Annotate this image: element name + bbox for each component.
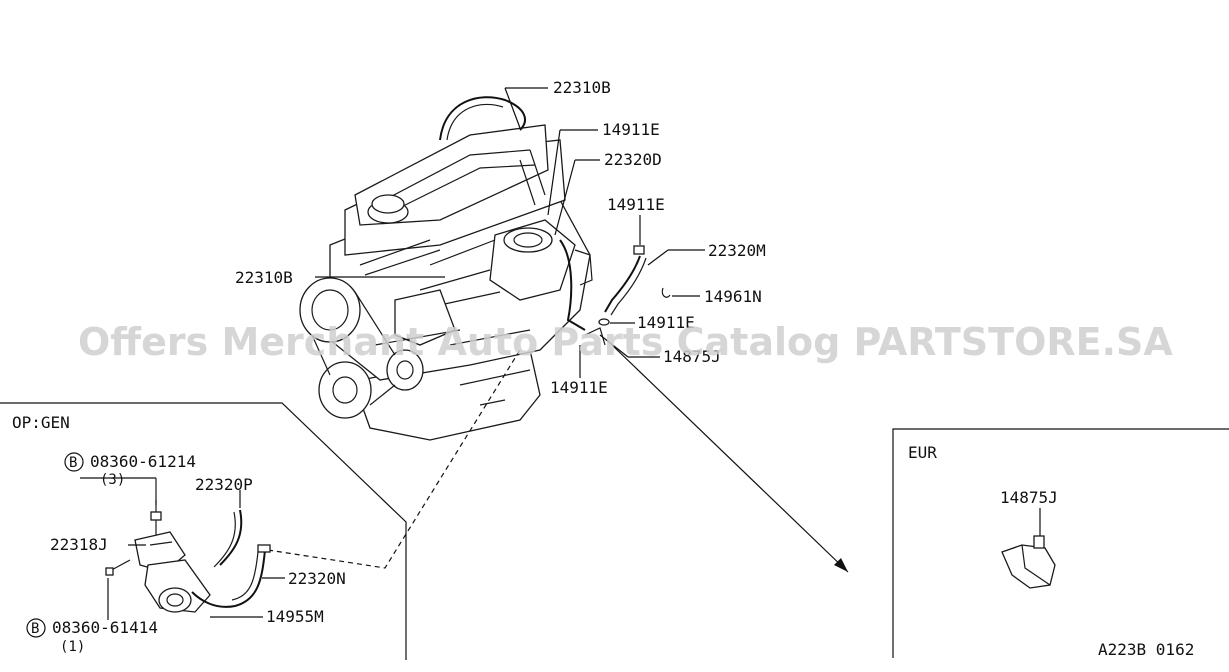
hose-22320m-drawing	[584, 245, 671, 346]
label-22318j: 22318J	[50, 535, 108, 554]
label-14961n: 14961N	[704, 287, 762, 306]
label-14911e-d: 14911E	[550, 378, 608, 397]
bolt-marker-1: B	[69, 455, 77, 471]
engine-assembly-drawing	[299, 96, 593, 441]
leader-lines-main	[315, 87, 849, 573]
label-22320n: 22320N	[288, 569, 346, 588]
bolt-marker-2: B	[31, 621, 39, 637]
bolt-marker-circle-2	[26, 618, 46, 638]
watermark-text: Offers Merchant Auto Parts Catalog PARTS…	[78, 320, 1173, 364]
inset-title-eur: EUR	[908, 443, 937, 462]
label-bolt-08360-61414: 08360-61414	[52, 618, 158, 637]
label-14911e-a: 14911E	[602, 120, 660, 139]
label-14911e-b: 14911E	[607, 195, 665, 214]
label-bolt-1-qty: (3)	[100, 472, 125, 488]
label-22320m: 22320M	[708, 241, 766, 260]
label-14875j-main: 14875J	[663, 347, 721, 366]
inset-title-op-gen: OP:GEN	[12, 413, 70, 432]
label-22320d: 22320D	[604, 150, 662, 169]
label-22320p: 22320P	[195, 475, 253, 494]
label-14911e-c: 14911E	[637, 313, 695, 332]
diagram-id: A223B 0162	[1098, 640, 1194, 659]
label-bolt-2-qty: (1)	[60, 639, 85, 655]
op-gen-inset	[0, 349, 521, 660]
label-22310b-top: 22310B	[553, 78, 611, 97]
label-14875j-eur: 14875J	[1000, 488, 1058, 507]
label-14955m: 14955M	[266, 607, 324, 626]
eur-inset	[892, 428, 1229, 658]
label-22310b-side: 22310B	[235, 268, 293, 287]
bolt-marker-circle-1	[64, 452, 84, 472]
label-bolt-08360-61214: 08360-61214	[90, 452, 196, 471]
